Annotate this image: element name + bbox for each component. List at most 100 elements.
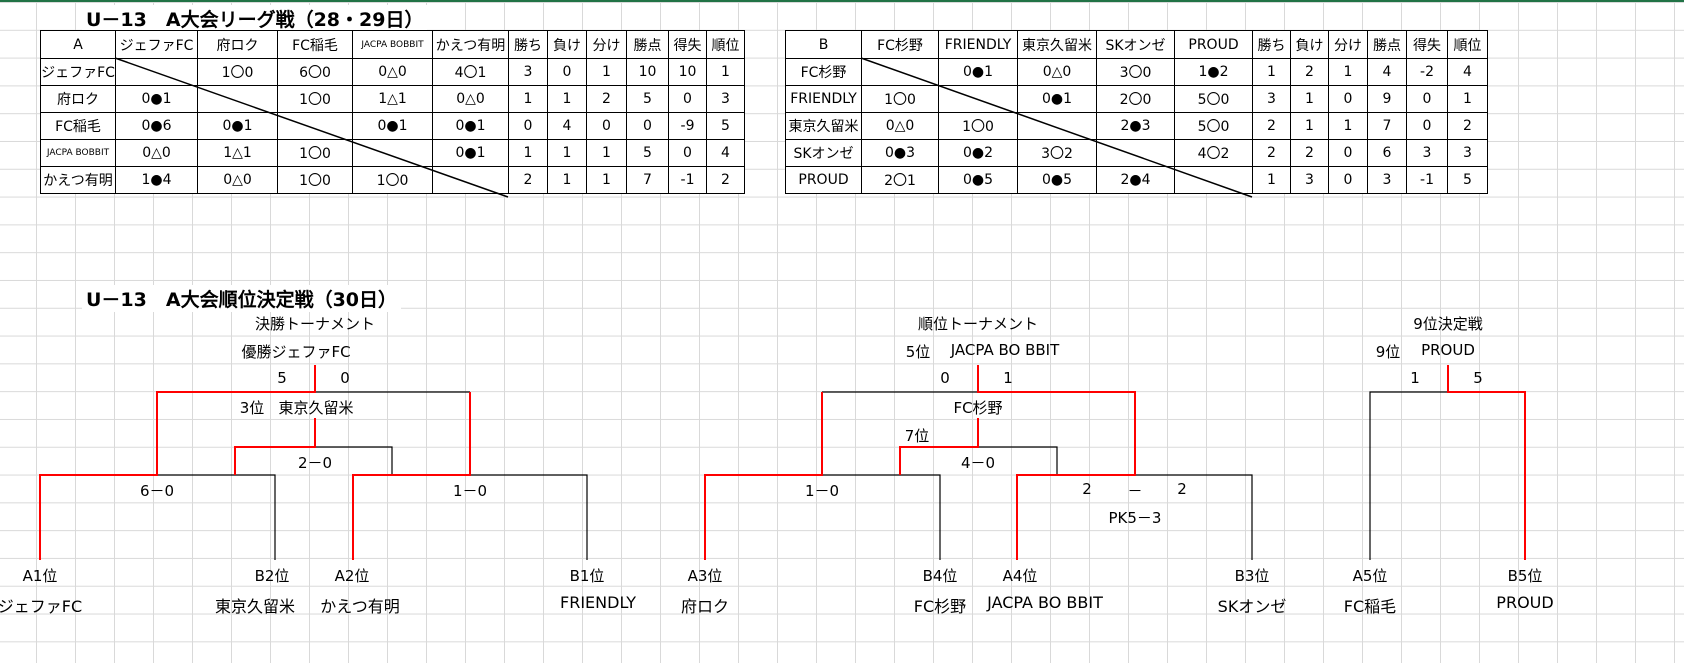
result-cell: 6〇0 [277, 58, 353, 86]
semi2-score: 1－0 [452, 482, 488, 500]
league-title: U－13 A大会リーグ戦（28・29日） [82, 5, 428, 32]
result-cell [861, 58, 939, 86]
result-cell: -1 [1406, 166, 1448, 194]
result-cell: 0△0 [197, 166, 278, 194]
column-header: SKオンゼ [1096, 30, 1175, 59]
result-cell: 1△1 [197, 139, 278, 167]
team-cell: ジェファFC [40, 58, 116, 86]
result-cell: 5 [1447, 166, 1488, 194]
result-cell: 0●1 [432, 139, 509, 167]
result-cell: 0 [668, 139, 707, 167]
result-cell: 1 [1328, 58, 1368, 86]
ranking-semi2-left: 2 [1082, 480, 1092, 498]
result-cell: 5 [706, 112, 745, 140]
result-cell: 1●4 [115, 166, 198, 194]
final-score-left: 5 [277, 369, 287, 387]
result-cell: 3 [1367, 166, 1407, 194]
result-cell: 3 [508, 58, 548, 86]
result-cell: 1〇0 [277, 166, 353, 194]
result-cell: 3〇0 [1096, 58, 1175, 86]
seventh-score: 4－0 [960, 454, 996, 472]
result-cell: 5〇0 [1174, 112, 1253, 140]
result-cell: 1〇0 [938, 112, 1018, 140]
result-cell: 3 [706, 85, 745, 113]
seed-label: A1位 [22, 567, 58, 585]
result-cell: 5〇0 [1174, 85, 1253, 113]
team-cell: JACPA BOBBIT [40, 139, 116, 167]
ninth-score-left: 1 [1410, 369, 1420, 387]
result-cell: 1 [547, 85, 587, 113]
column-header: 得失 [1406, 30, 1448, 59]
result-cell: 0●1 [197, 112, 278, 140]
result-cell: 1 [1447, 85, 1488, 113]
result-cell: 7 [1367, 112, 1407, 140]
result-cell: 0●3 [861, 139, 939, 167]
result-cell: 2 [706, 166, 745, 194]
column-header: 東京久留米 [1017, 30, 1097, 59]
result-cell: -1 [668, 166, 707, 194]
result-cell: 3 [1447, 139, 1488, 167]
column-header: 分け [1328, 30, 1368, 59]
result-cell: 1 [1290, 112, 1329, 140]
seed-label: B5位 [1507, 567, 1543, 585]
third-team: 東京久留米 [278, 399, 354, 417]
fifth-team: JACPA BO BBIT [950, 341, 1060, 359]
result-cell: 0△0 [115, 139, 198, 167]
team-cell: かえつ有明 [40, 166, 116, 194]
team-name: FRIENDLY [560, 593, 636, 612]
result-cell: 2 [1252, 112, 1291, 140]
result-cell: 1 [586, 58, 627, 86]
team-name: SKオンゼ [1217, 597, 1287, 616]
result-cell: 0●1 [938, 58, 1018, 86]
result-cell: 5 [626, 85, 669, 113]
fifth-rank: 5位 [905, 343, 931, 361]
result-cell: 1〇0 [277, 85, 353, 113]
column-header: 負け [547, 30, 587, 59]
ranking-heading: 順位トーナメント [917, 315, 1039, 333]
result-cell [1096, 139, 1175, 167]
result-cell [1017, 112, 1097, 140]
third-place-score: 2－0 [297, 454, 333, 472]
result-cell: 1●2 [1174, 58, 1253, 86]
third-rank: 3位 [239, 399, 265, 417]
final-heading: 決勝トーナメント [254, 315, 376, 333]
result-cell: 1 [706, 58, 745, 86]
result-cell: 2●3 [1096, 112, 1175, 140]
result-cell: 1〇0 [861, 85, 939, 113]
ranking-pk-score: PK5－3 [1108, 509, 1162, 527]
result-cell: 0 [1328, 139, 1368, 167]
ranking-semi1-score: 1－0 [804, 482, 840, 500]
team-name: FC稲毛 [1343, 597, 1397, 616]
result-cell: 0 [547, 58, 587, 86]
column-header: 勝ち [508, 30, 548, 59]
result-cell: 1 [547, 139, 587, 167]
seed-label: B3位 [1234, 567, 1270, 585]
result-cell: 1〇0 [352, 166, 433, 194]
team-cell: FC杉野 [785, 58, 862, 86]
result-cell: 4 [1367, 58, 1407, 86]
result-cell: 4〇1 [432, 58, 509, 86]
column-header: かえつ有明 [432, 30, 509, 59]
column-header: 負け [1290, 30, 1329, 59]
result-cell: 0●2 [938, 139, 1018, 167]
result-cell [1174, 166, 1253, 194]
result-cell: 2〇1 [861, 166, 939, 194]
seed-label: A3位 [687, 567, 723, 585]
result-cell [938, 85, 1018, 113]
result-cell: 1 [586, 139, 627, 167]
result-cell: 1 [508, 85, 548, 113]
placement-title: U－13 A大会順位決定戦（30日） [82, 285, 402, 312]
team-name: ジェファFC [0, 597, 83, 616]
team-name: 府ロク [680, 597, 730, 616]
result-cell [115, 58, 198, 86]
